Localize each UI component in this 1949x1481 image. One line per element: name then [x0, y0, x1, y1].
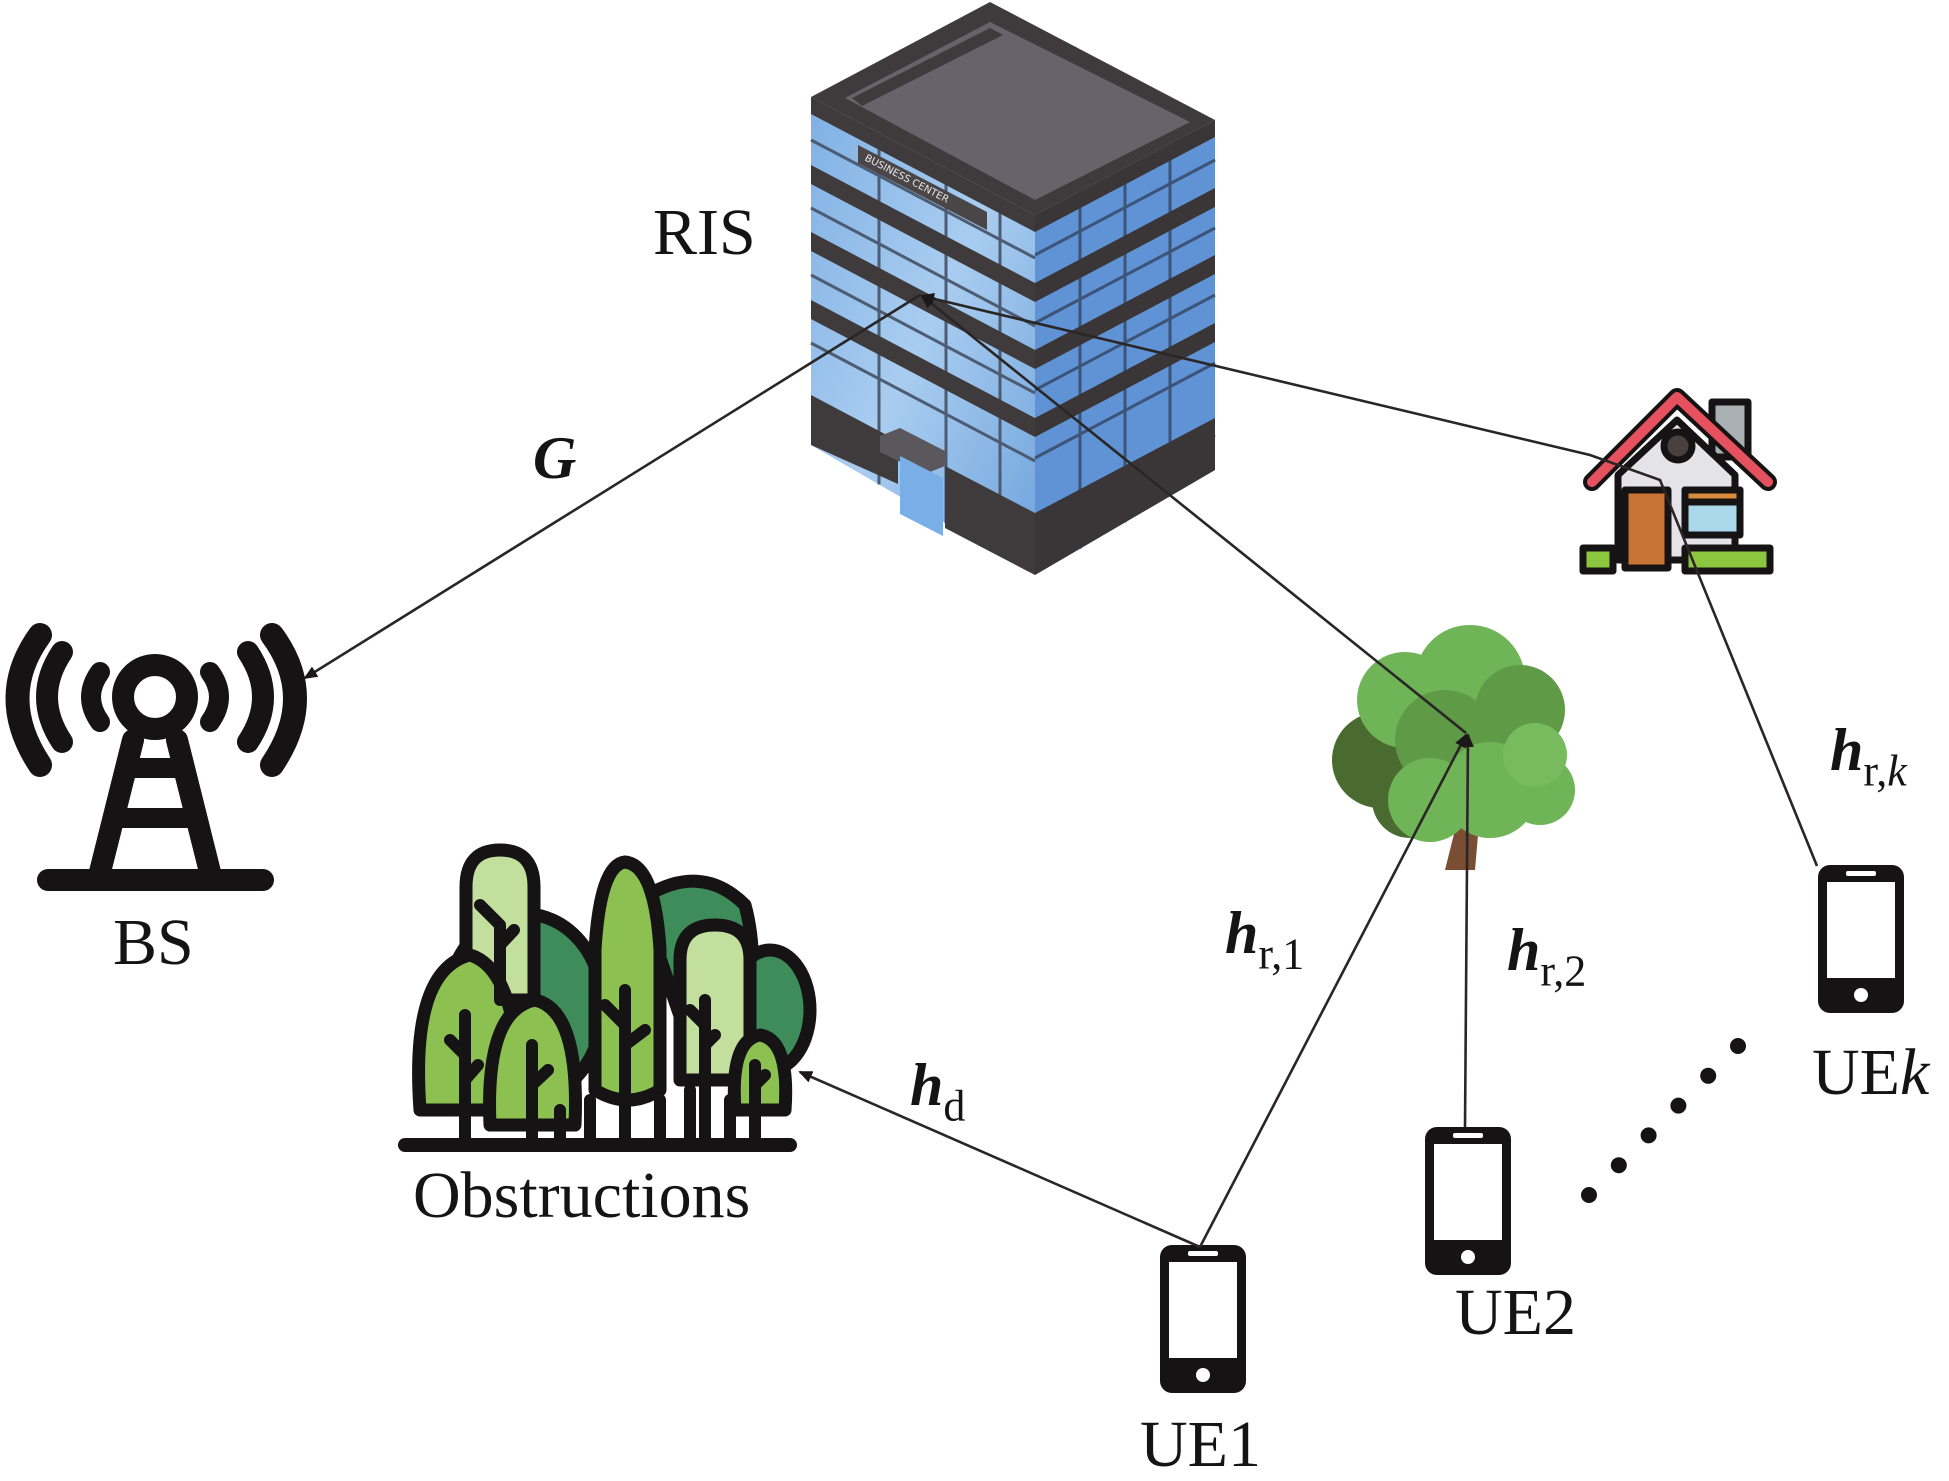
- channel-subscript-prefix: r,: [1863, 746, 1888, 796]
- channel-line-hrk: [920, 292, 1819, 867]
- channel-label-hd: hd: [910, 1055, 965, 1128]
- cell-tower-icon: [5, 623, 307, 891]
- channel-label-hr1: hr,1: [1225, 903, 1304, 976]
- channel-label-hr2: hr,2: [1507, 920, 1586, 993]
- tree-icon: [1332, 625, 1575, 870]
- ue2-phone-icon: [1425, 1127, 1511, 1275]
- channel-subscript: r,1: [1258, 929, 1305, 979]
- uek-label: UEk: [1812, 1040, 1929, 1106]
- channel-line-tree-ris: [920, 294, 1467, 735]
- forest-icon: [398, 843, 817, 1152]
- channel-subscript: d: [943, 1081, 966, 1131]
- channel-symbol: h: [1225, 900, 1259, 966]
- ellipsis-dot: [1670, 1097, 1687, 1114]
- ue1-label: UE1: [1140, 1408, 1261, 1481]
- channel-line-hr1: [1198, 733, 1468, 1248]
- channel-line-hr2: [1461, 733, 1474, 1128]
- channel-line-G: [303, 293, 921, 680]
- uek-label-prefix: UE: [1812, 1036, 1900, 1109]
- ellipsis-dot: [1610, 1157, 1627, 1174]
- uek-label-var: k: [1899, 1036, 1930, 1109]
- channel-symbol: h: [1507, 917, 1541, 983]
- ue2-label: UE2: [1455, 1276, 1576, 1349]
- ris-label: RIS: [653, 196, 756, 269]
- channel-subscript-var: k: [1887, 746, 1907, 796]
- channel-label-G: G: [533, 428, 576, 488]
- ue1-phone-icon: [1160, 1245, 1246, 1393]
- channel-label-hrk: hr,k: [1830, 720, 1907, 793]
- house-icon: [1579, 388, 1777, 575]
- channel-symbol: h: [910, 1052, 944, 1118]
- ellipsis-dot: [1700, 1067, 1717, 1084]
- channel-line-hd: [798, 1070, 1201, 1249]
- ellipsis-dot: [1640, 1127, 1657, 1144]
- channel-symbol: h: [1830, 717, 1864, 783]
- bs-label: BS: [113, 906, 194, 979]
- ellipsis-dot: [1730, 1038, 1746, 1054]
- office-building-icon: BUSINESS CENTER: [810, 2, 1216, 575]
- channel-subscript: r,k: [1863, 746, 1906, 795]
- ellipsis: [1581, 1038, 1746, 1203]
- uek-phone-icon: [1818, 865, 1904, 1013]
- channel-subscript: r,2: [1540, 946, 1587, 996]
- ellipsis-dot: [1581, 1187, 1597, 1203]
- obstructions-label: Obstructions: [413, 1159, 751, 1232]
- channel-symbol: G: [533, 425, 577, 491]
